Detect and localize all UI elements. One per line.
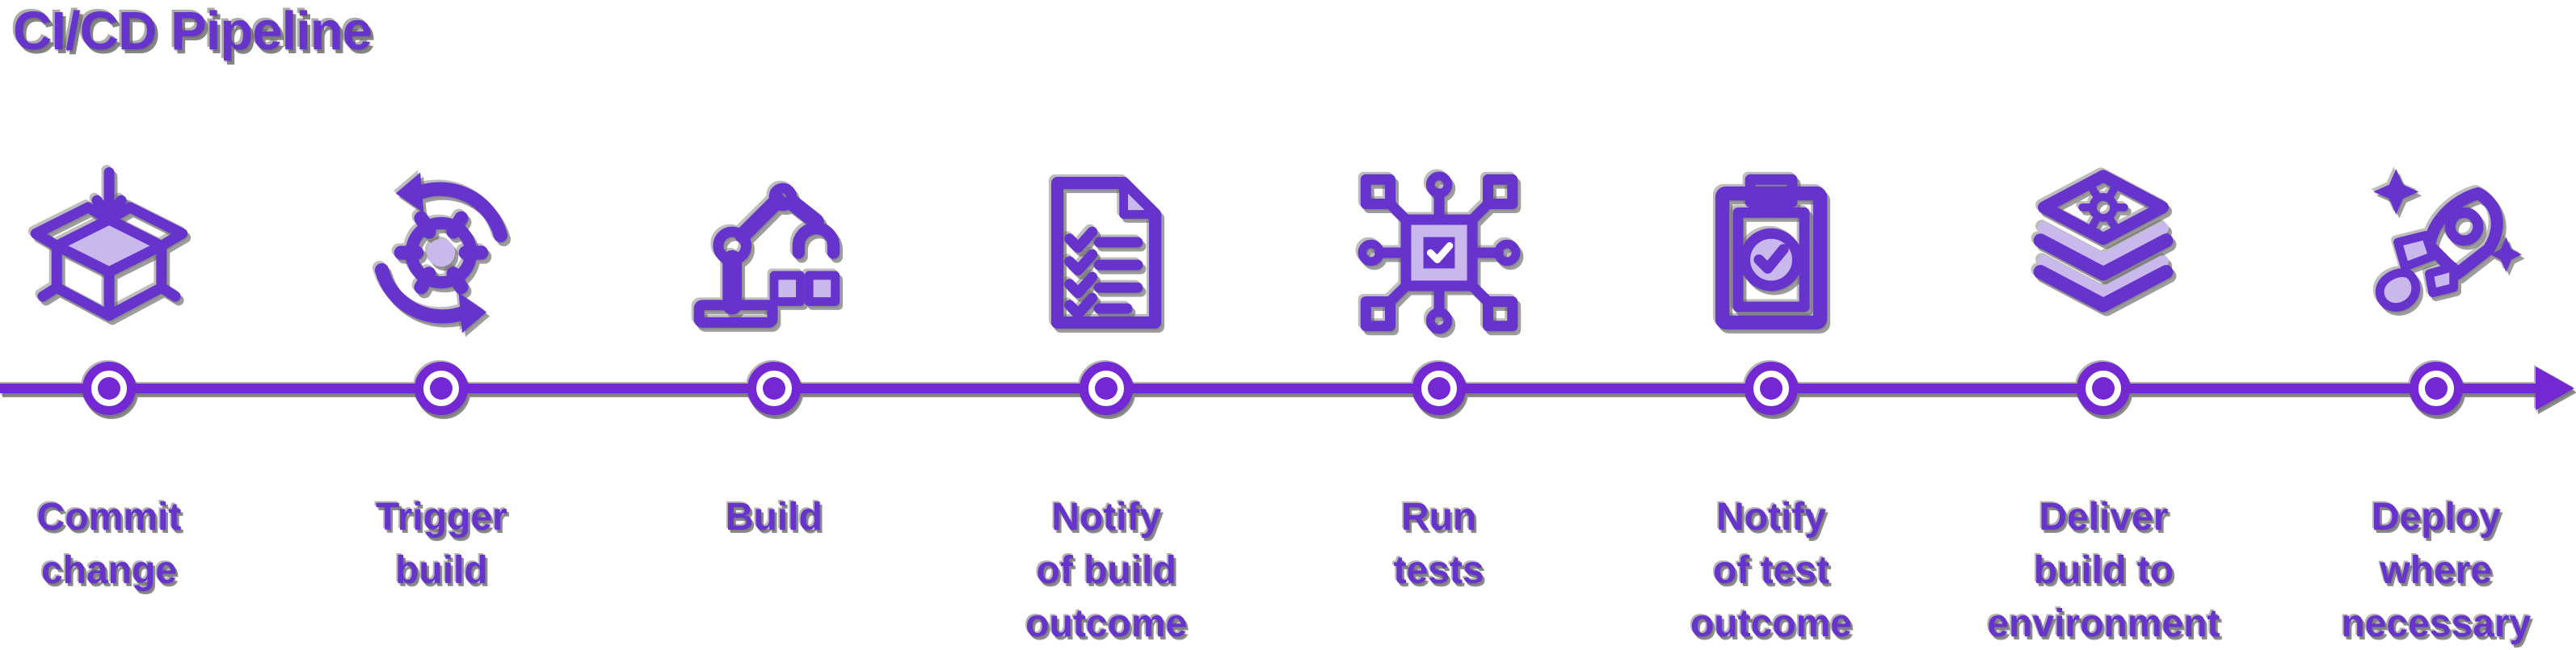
commit-change-box-icon — [22, 166, 196, 340]
step-notify-test-outcome: Notify of test outcome — [1605, 0, 1938, 650]
timeline-node — [2077, 362, 2131, 415]
gear-cycle-icon — [354, 166, 528, 340]
step-build: Build — [608, 0, 941, 650]
timeline-arrowhead-icon — [2536, 367, 2574, 410]
clipboard-check-icon — [1684, 166, 1858, 340]
step-label: Deliver build to environment — [1987, 496, 2220, 645]
rocket-sparkles-icon — [2349, 166, 2523, 340]
checklist-document-icon — [1019, 166, 1193, 340]
step-commit-change: Commit change — [0, 0, 276, 650]
step-deliver-build: Deliver build to environment — [1937, 0, 2270, 650]
step-label: Run tests — [1393, 496, 1484, 592]
step-label: Trigger build — [376, 496, 507, 592]
step-notify-build-outcome: Notify of build outcome — [940, 0, 1273, 650]
layer-stack-gear-icon — [2016, 166, 2191, 340]
robot-arm-blocks-icon — [687, 166, 861, 340]
step-deploy: Deploy where necessary — [2270, 0, 2576, 650]
step-label: Notify of build outcome — [1025, 496, 1188, 645]
step-label: Deploy where necessary — [2341, 496, 2532, 645]
timeline-node — [1412, 362, 1466, 415]
step-run-tests: Run tests — [1273, 0, 1606, 650]
timeline-line — [0, 384, 2536, 393]
step-trigger-build: Trigger build — [275, 0, 608, 650]
step-label: Build — [725, 496, 823, 539]
chip-check-icon — [1352, 166, 1526, 340]
timeline-node — [2409, 362, 2463, 415]
timeline-node — [415, 362, 469, 415]
step-label: Notify of test outcome — [1690, 496, 1852, 645]
timeline-node — [1080, 362, 1134, 415]
step-label: Commit change — [36, 496, 182, 592]
timeline-node — [747, 362, 801, 415]
timeline-node — [1745, 362, 1798, 415]
timeline-node — [82, 362, 136, 415]
page-title: CI/CD Pipeline — [13, 1, 373, 61]
